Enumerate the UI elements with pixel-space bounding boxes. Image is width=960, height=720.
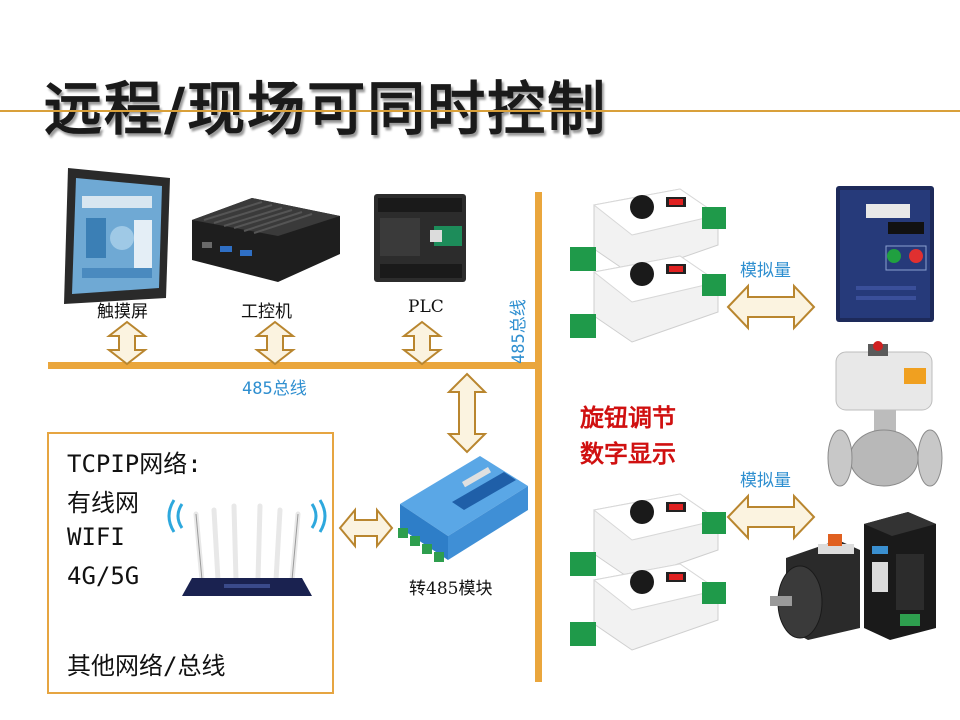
- touchscreen-label: 触摸屏: [97, 302, 148, 322]
- valve-image: [827, 341, 943, 487]
- network-item-cellular: 4G/5G: [67, 562, 140, 590]
- ipc-image: [192, 198, 340, 282]
- ipc-bus-arrow: [254, 320, 296, 366]
- analog-arrow-top: [726, 283, 816, 331]
- network-heading: TCPIP网络:: [67, 450, 202, 478]
- network-item-wired: 有线网: [67, 489, 139, 517]
- bus-vertical-label: 485总线: [509, 299, 529, 364]
- rs485-bus-vertical: [535, 192, 542, 682]
- network-item-wifi: WIFI: [67, 523, 125, 551]
- analog-label-top: 模拟量: [740, 261, 791, 281]
- title-underline: [0, 110, 960, 112]
- plc-label: PLC: [408, 297, 444, 317]
- network-box: [47, 432, 334, 694]
- servo-image: [770, 512, 936, 640]
- inverter-image: [836, 186, 934, 322]
- page-title: 远程/现场可同时控制: [44, 75, 608, 143]
- converter-image: [398, 456, 528, 562]
- controller-caption-knob: 旋钮调节: [580, 404, 676, 432]
- analog-label-bottom: 模拟量: [740, 471, 791, 491]
- controller-caption-display: 数字显示: [580, 440, 676, 468]
- touchscreen-image: [64, 168, 170, 304]
- rs485-bus-horizontal: [48, 362, 540, 369]
- plc-bus-arrow: [401, 320, 443, 366]
- converter-label: 转485模块: [409, 579, 493, 599]
- network-converter-arrow: [338, 507, 394, 549]
- network-other: 其他网络/总线: [67, 652, 226, 680]
- knob-controller-bottom-1: [570, 493, 726, 581]
- ipc-label: 工控机: [241, 302, 292, 322]
- bus-horizontal-label: 485总线: [242, 379, 307, 399]
- knob-controller-top-1: [570, 188, 726, 276]
- knob-controller-bottom-2: [570, 563, 726, 651]
- router-image: [167, 499, 327, 596]
- analog-arrow-bottom: [726, 493, 816, 541]
- plc-image: [374, 194, 466, 282]
- touchscreen-bus-arrow: [106, 320, 148, 366]
- knob-controller-top-2: [570, 255, 726, 343]
- converter-bus-arrow: [446, 372, 488, 454]
